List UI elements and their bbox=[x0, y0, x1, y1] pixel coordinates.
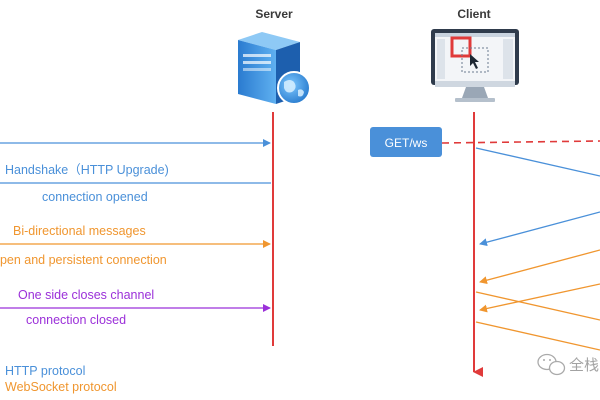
msg-handshake: Handshake（HTTP Upgrade) bbox=[5, 163, 169, 177]
msg-closes-channel: One side closes channel bbox=[18, 288, 154, 302]
server-label: Server bbox=[255, 7, 293, 21]
get-ws-request-label: GET/ws bbox=[385, 136, 428, 150]
ws-arrow-to-client-1 bbox=[479, 249, 600, 285]
http-line-from-client bbox=[475, 147, 600, 177]
legend-websocket: WebSocket protocol bbox=[5, 380, 117, 394]
msg-bidirectional: Bi-directional messages bbox=[13, 224, 146, 238]
legend-http: HTTP protocol bbox=[5, 364, 85, 378]
msg-connection-opened: connection opened bbox=[42, 190, 148, 204]
msg-connection-closed: connection closed bbox=[26, 313, 126, 327]
ws-line-from-client-1 bbox=[475, 291, 600, 321]
monitor-icon bbox=[431, 29, 519, 102]
ws-line-from-client-2 bbox=[475, 321, 600, 351]
watermark-text: 全栈 bbox=[569, 356, 599, 374]
client-label: Client bbox=[457, 7, 490, 21]
msg-persistent-connection: open and persistent connection bbox=[0, 253, 167, 267]
ws-arrow-to-client-2 bbox=[479, 283, 600, 313]
get-ws-dashed-line bbox=[441, 140, 600, 144]
get-ws-request-box bbox=[370, 127, 442, 157]
http-arrow-to-client bbox=[479, 211, 600, 247]
wechat-icon bbox=[537, 353, 566, 376]
server-globe-icon bbox=[238, 32, 311, 105]
